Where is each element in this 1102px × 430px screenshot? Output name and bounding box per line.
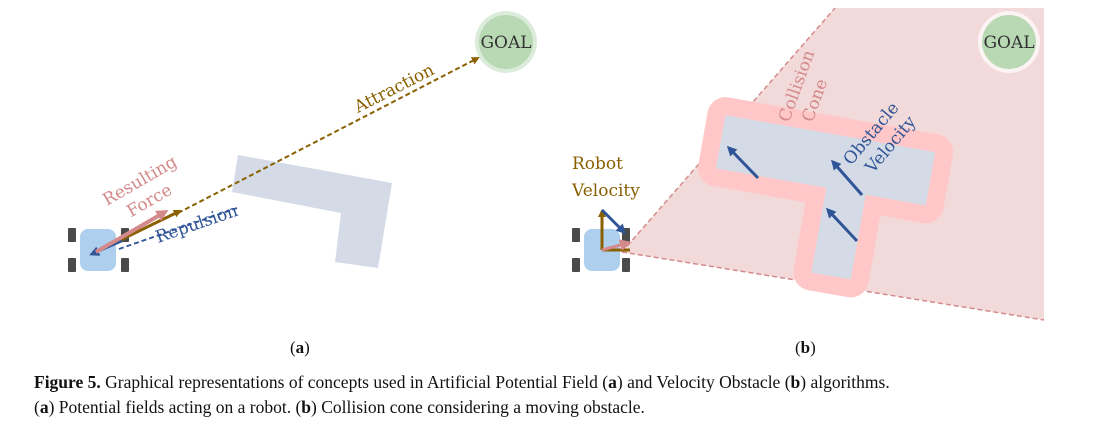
goal-a: GOAL: [475, 11, 537, 73]
obstacle-velocity-arrow-1: [726, 145, 760, 180]
resulting-force-vector: [94, 209, 169, 254]
panel-b: Collision Cone Obstacle Velocity Robot V…: [571, 7, 1045, 321]
obstacle-velocity-arrow-2: [831, 159, 864, 196]
goal-b: GOAL: [978, 11, 1040, 73]
robot-velocity-diagonal: [600, 208, 627, 235]
inflated-obstacle: [697, 97, 954, 298]
attraction-label: Attraction: [350, 60, 437, 118]
relative-velocity-vector: [601, 239, 632, 252]
robot-velocity-line1: Robot: [572, 154, 623, 174]
panel-label-b: (b): [795, 338, 816, 357]
figure-svg: GOAL Attraction Repulsion Resulting Forc…: [68, 7, 1045, 321]
cone-edge-bottom: [621, 251, 1045, 321]
repulsion-label: Repulsion: [153, 201, 240, 248]
resulting-force-label: Resulting Force: [100, 152, 181, 222]
repulsion-line: [118, 207, 238, 250]
figure-caption: Figure 5. Graphical representations of c…: [34, 372, 890, 417]
robot-velocity-label: Robot Velocity: [571, 154, 640, 201]
panel-a: GOAL Attraction Repulsion Resulting Forc…: [68, 11, 537, 272]
obstacle-a: [232, 155, 392, 268]
obstacle-b: [715, 115, 936, 280]
goal-label-b: GOAL: [983, 33, 1034, 53]
goal-label-a: GOAL: [480, 33, 531, 53]
figure-number: Figure 5.: [34, 372, 101, 392]
attraction-line: [177, 57, 480, 214]
panel-label-a: (a): [290, 338, 310, 357]
obstacle-velocity-arrow-3: [825, 207, 859, 243]
robot-velocity-line2: Velocity: [571, 181, 640, 201]
